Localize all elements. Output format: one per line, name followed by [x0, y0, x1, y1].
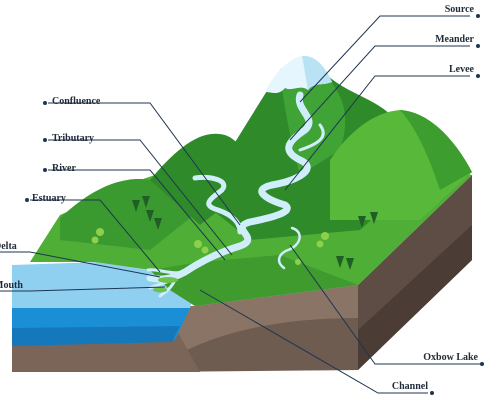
soil-front-deep-layer	[150, 318, 358, 372]
dot-levee	[476, 74, 480, 78]
label-confluence: Confluence	[52, 96, 101, 107]
leader-river	[48, 169, 226, 261]
label-tributary: Tributary	[52, 133, 94, 144]
dot-meander	[476, 44, 480, 48]
bush	[321, 232, 329, 240]
dot-river	[43, 168, 47, 172]
tree	[346, 258, 354, 270]
dot-source	[476, 14, 480, 18]
sea	[12, 262, 195, 346]
tree	[142, 196, 150, 208]
tree	[336, 256, 344, 268]
label-estuary: Estuary	[32, 193, 66, 204]
bush	[316, 240, 324, 248]
tree	[358, 216, 366, 228]
dot-estuary	[25, 198, 29, 202]
tree	[132, 200, 140, 212]
label-levee: Levee	[449, 64, 475, 75]
delta-island	[158, 277, 178, 283]
leader-source	[299, 15, 470, 103]
main-river	[146, 91, 313, 283]
label-delta: Delta	[0, 241, 17, 252]
leader-estuary	[30, 199, 161, 273]
left-hill	[60, 179, 200, 250]
label-source: Source	[445, 4, 475, 15]
tributary-river	[192, 175, 243, 235]
soil-side-strata	[358, 225, 472, 370]
bush	[295, 259, 301, 265]
leader-dots	[25, 14, 484, 395]
bush-cluster	[91, 228, 329, 265]
main-mountain-lit-face	[280, 66, 346, 175]
tree	[154, 218, 162, 230]
bush	[194, 240, 202, 248]
label-meander: Meander	[435, 34, 474, 45]
leader-levee	[284, 75, 470, 191]
delta-island	[153, 287, 167, 293]
dot-confluence	[43, 101, 47, 105]
mountains	[60, 55, 472, 250]
leader-delta	[0, 251, 161, 278]
leader-meander	[289, 45, 470, 141]
label-river: River	[52, 163, 76, 174]
dot-channel	[430, 391, 434, 395]
dot-tributary	[43, 138, 47, 142]
leader-channel	[199, 289, 428, 394]
label-channel: Channel	[392, 381, 428, 392]
tree	[146, 210, 154, 222]
trees	[91, 196, 378, 270]
leader-lines	[0, 15, 482, 394]
leader-tributary	[48, 139, 233, 256]
dot-oxbow	[480, 362, 484, 366]
river-system	[146, 91, 325, 298]
label-oxbow-lake: Oxbow Lake	[423, 352, 478, 363]
snow-cap-shade	[302, 55, 332, 90]
oxbow-lake	[277, 226, 301, 270]
sea-surface	[12, 262, 195, 308]
labels: Source Meander Levee Confluence Tributar…	[0, 4, 479, 392]
right-hill-shade	[400, 110, 472, 190]
tree	[370, 212, 378, 224]
upper-stream	[298, 123, 325, 152]
tree-cluster-left	[132, 196, 162, 230]
leader-confluence	[48, 102, 241, 226]
leader-mouth	[0, 286, 166, 292]
label-mouth: Mouth	[0, 280, 23, 291]
bush	[96, 228, 104, 236]
sea-front-shade	[12, 326, 180, 346]
leader-oxbow	[289, 244, 482, 365]
bush	[91, 236, 99, 244]
bush	[201, 246, 209, 254]
tree-cluster-right	[336, 212, 378, 270]
